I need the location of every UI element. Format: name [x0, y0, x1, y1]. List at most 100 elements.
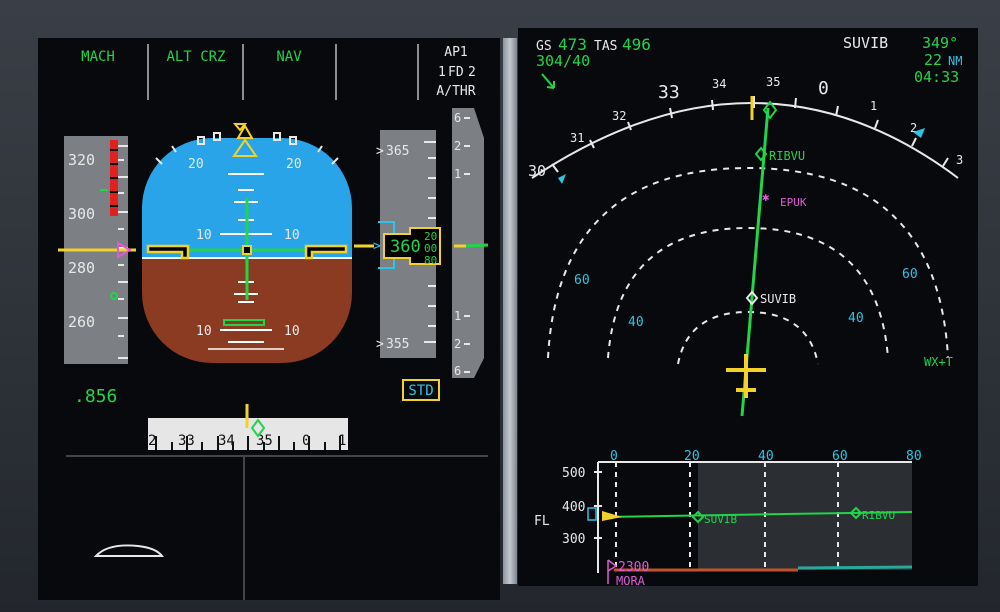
fma-fd-left: 1	[438, 65, 446, 80]
vd-x-20: 20	[684, 449, 700, 464]
vd-y-300: 300	[562, 532, 585, 547]
altitude-drum-mid: 00	[424, 242, 437, 255]
mora-label: MORA	[616, 574, 646, 586]
vsi-scale-2-down: 2	[454, 337, 461, 351]
heading-label-1: 1	[338, 433, 346, 449]
compass-33: 33	[658, 82, 680, 103]
bank-pointer	[232, 138, 258, 157]
vsi-scale-6-down: 6	[454, 364, 461, 378]
baro-setting-box[interactable]	[402, 379, 440, 401]
fma-speed-mode: MACH	[81, 49, 115, 65]
waypoint-bearing: 349°	[922, 34, 958, 52]
bank-pointer-top	[232, 123, 254, 139]
pfd-svg: MACH ALT CRZ NAV AP1 1 FD 2 A/THR 320 30…	[58, 44, 489, 600]
pitch-label-10-down-right: 10	[284, 324, 300, 339]
range-60-left: 60	[574, 273, 590, 288]
altitude-drum-bottom: 80	[424, 254, 437, 267]
speed-target-triangle	[117, 241, 132, 259]
fma-athr: A/THR	[436, 84, 475, 99]
vertical-speed-indicator: 6 2 1 1 2 6	[452, 108, 489, 378]
speed-tick-260: 260	[68, 313, 95, 331]
altitude-readout-window	[383, 227, 441, 265]
nd-svg: GS 473 TAS 496 304/40 SUVIB 349° 22 NM 0…	[528, 34, 963, 588]
vd-fl-label: FL	[534, 514, 550, 529]
airport-epuk-star: ✱	[762, 190, 769, 204]
ground-speed-value: 473	[558, 35, 587, 54]
vd-x-40: 40	[758, 449, 774, 464]
range-40-right: 40	[848, 311, 864, 326]
vsi-needle	[465, 243, 489, 248]
pitch-label-10-down-left: 10	[196, 324, 212, 339]
alt-mark-upper-prefix: >	[376, 144, 384, 159]
waypoint-suvib-symbol	[745, 290, 759, 306]
pitch-label-10-up-right: 10	[284, 228, 300, 243]
compass-0: 0	[818, 78, 829, 99]
compass-2: 2	[910, 121, 917, 135]
vertical-display: 0 20 40 60 80 500 400 300 FL SUVIB RIBVU…	[534, 449, 922, 588]
speed-tick-280: 280	[68, 259, 95, 277]
fma-lateral-mode: NAV	[276, 49, 302, 65]
tas-value: 496	[622, 35, 651, 54]
vd-x-0: 0	[610, 449, 618, 464]
mora-flag-icon	[607, 559, 618, 584]
fma-autopilot: AP1	[444, 45, 467, 60]
fma-fd-right: 2	[468, 65, 476, 80]
mach-readout: .856	[74, 386, 117, 407]
vd-ownship	[602, 511, 622, 521]
altitude-tape: > 365 > 355 > 360 20 00 80	[354, 130, 441, 358]
primary-flight-display: MACH ALT CRZ NAV AP1 1 FD 2 A/THR 320 30…	[38, 38, 500, 600]
fma-fd: FD	[448, 65, 464, 80]
range-40-left: 40	[628, 315, 644, 330]
heading-label-35: 35	[256, 433, 273, 449]
aircraft-symbol-right	[304, 244, 348, 260]
terrain-line-teal	[797, 565, 913, 570]
compass-32: 32	[612, 109, 626, 123]
vd-y-500: 500	[562, 466, 585, 481]
wind-readout: 304/40	[536, 52, 590, 70]
distance-unit: NM	[948, 54, 962, 68]
fma-vertical-mode: ALT CRZ	[166, 49, 225, 65]
vd-x-80: 80	[906, 449, 922, 464]
green-dot-speed	[110, 292, 118, 300]
heading-label-33: 33	[178, 433, 195, 449]
waypoint-ribvu: RIBVU	[769, 149, 805, 163]
vsi-scale-6-up: 6	[454, 111, 461, 125]
roll-scale	[155, 132, 339, 165]
heading-label-34: 34	[218, 433, 235, 449]
vd-waypoint-ribvu: RIBVU	[862, 509, 895, 522]
alt-mark-lower: 355	[386, 337, 409, 352]
speed-tape: 320 300 280 260	[58, 136, 136, 364]
pitch-label-20-right: 20	[286, 157, 302, 172]
track-diamond	[250, 418, 266, 438]
vsi-scale-2-up: 2	[454, 139, 461, 153]
waypoint-eta: 04:33	[914, 68, 959, 86]
aircraft-symbol-left	[146, 244, 190, 260]
compass-31: 31	[570, 131, 584, 145]
mora-value: 2300	[618, 560, 649, 575]
compass-3: 3	[956, 153, 963, 167]
wind-arrow-icon	[541, 73, 555, 89]
navigation-display: GS 473 TAS 496 304/40 SUVIB 349° 22 NM 0…	[518, 28, 978, 588]
compass-rose: 30 31 32 33 34 35 0 1 2 3	[528, 75, 963, 184]
flight-path-director	[223, 319, 265, 326]
heading-label-2: 2	[148, 433, 156, 449]
vd-x-60: 60	[832, 449, 848, 464]
range-rings	[547, 166, 949, 365]
nd-track-diamond	[762, 100, 778, 120]
altitude-drum-top: 20	[424, 230, 437, 243]
speed-tick-300: 300	[68, 205, 95, 223]
compass-35: 35	[766, 75, 780, 89]
heading-label-0: 0	[302, 433, 310, 449]
tas-label: TAS	[594, 39, 617, 54]
baro-setting[interactable]: STD	[408, 383, 433, 399]
pitch-label-20-left: 20	[188, 157, 204, 172]
range-60-right: 60	[902, 267, 918, 282]
flight-mode-annunciator: MACH ALT CRZ NAV AP1 1 FD 2 A/THR	[81, 44, 476, 100]
waypoint-ribvu-symbol	[754, 146, 768, 162]
ground-speed-label: GS	[536, 39, 552, 54]
speed-tick-320: 320	[68, 151, 95, 169]
compass-34: 34	[712, 77, 726, 91]
compass-1: 1	[870, 99, 877, 113]
ownship-symbol	[726, 354, 766, 398]
